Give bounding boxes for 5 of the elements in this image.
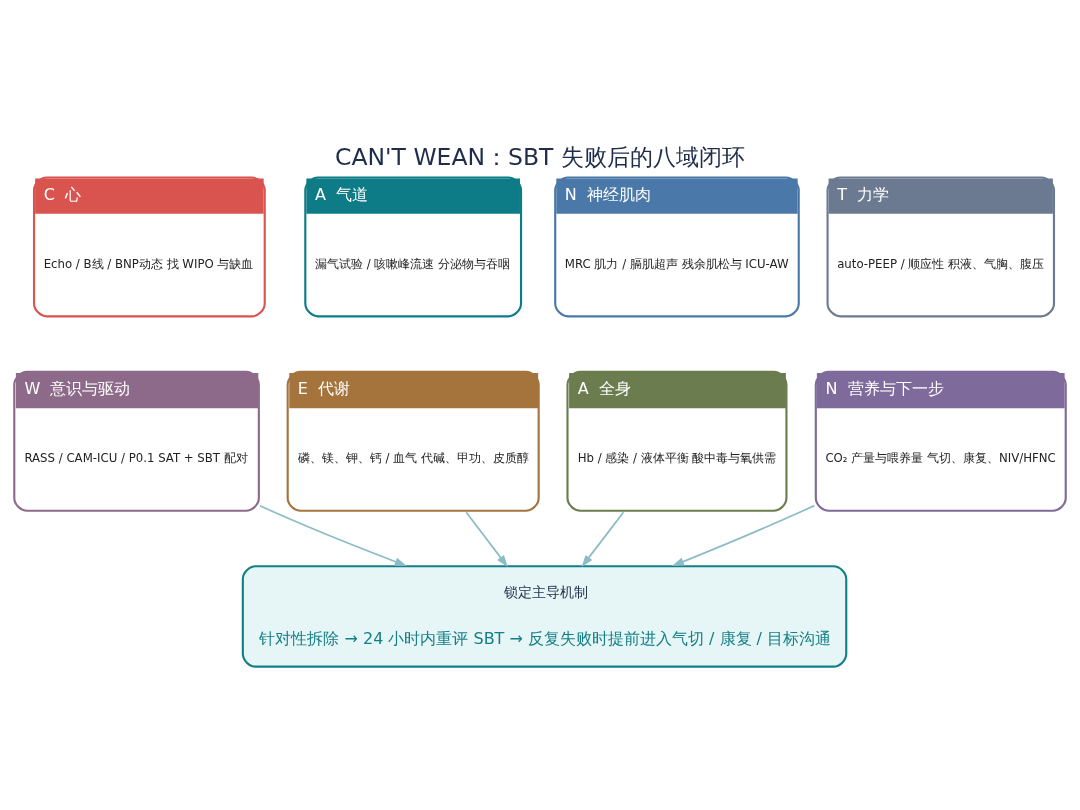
arrow xyxy=(259,504,407,566)
arrow xyxy=(581,511,625,567)
arrow xyxy=(672,504,816,567)
diagram-title: CAN'T WEAN：SBT 失败后的八域闭环 xyxy=(335,143,745,172)
arrow xyxy=(465,511,508,567)
